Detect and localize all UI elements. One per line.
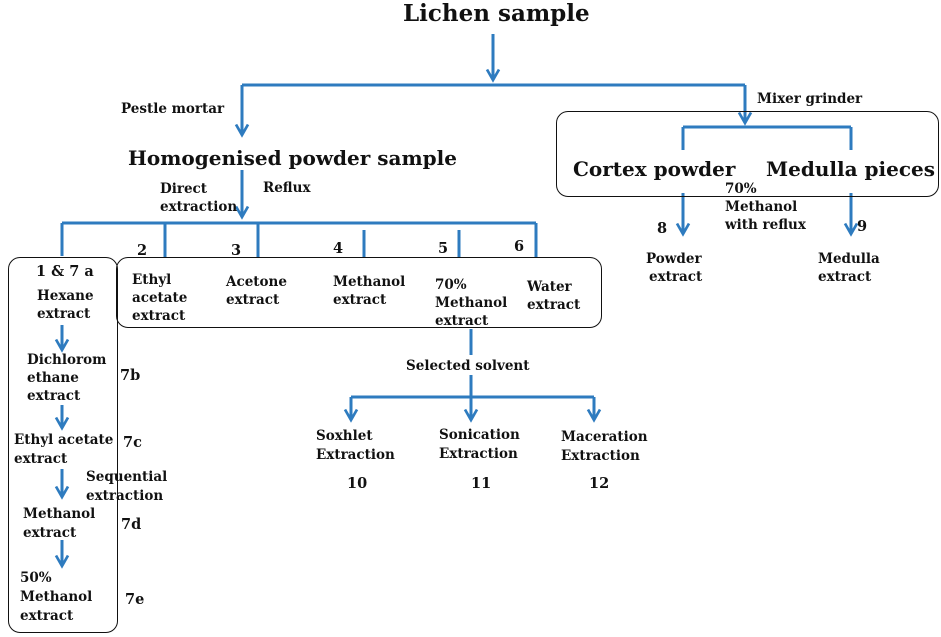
- methanol-extract-line-1: Methanol: [333, 274, 406, 290]
- selected-solvent-label: Selected solvent: [406, 358, 530, 374]
- seq-code-7c: 7c: [123, 434, 142, 451]
- extract-number-6: 6: [514, 238, 525, 255]
- water-extract-line-1: Water: [527, 279, 572, 295]
- maceration-line-1: Maceration: [561, 429, 648, 445]
- methanol-extract-line-2: extract: [333, 292, 387, 308]
- water-extract-line-2: extract: [527, 297, 581, 313]
- hexane-extract-line-2: extract: [37, 306, 91, 322]
- seq-step-7b-line-2: ethane: [27, 370, 79, 386]
- medulla-extract-line-1: Medulla: [818, 251, 880, 267]
- reflux-condition-line-2: Methanol: [725, 199, 798, 215]
- seq-step-7e-line-1: 50%: [20, 570, 52, 586]
- extract-number-1: 1 & 7 a: [36, 263, 94, 280]
- medulla-extract-line-2: extract: [818, 269, 872, 285]
- sequential-label-1: Sequential: [86, 469, 168, 485]
- powder-extract-line-2: extract: [649, 269, 703, 285]
- solvent-extracts-box: [116, 257, 602, 328]
- methanol70-extract-line-3: extract: [435, 313, 489, 329]
- sonication-line-1: Sonication: [439, 427, 520, 443]
- sequential-label-2: extraction: [86, 488, 164, 504]
- ethyl-acetate-line-3: extract: [132, 308, 186, 324]
- acetone-extract-line-1: Acetone: [226, 274, 287, 290]
- reflux-condition-line-3: with reflux: [725, 217, 806, 233]
- direct-extraction-label-2: extraction: [160, 199, 238, 215]
- maceration-number: 12: [589, 475, 610, 492]
- seq-step-7d-line-2: extract: [23, 525, 77, 541]
- soxhlet-line-1: Soxhlet: [316, 428, 373, 444]
- ethyl-acetate-line-1: Ethyl: [132, 272, 172, 288]
- seq-step-7d-line-1: Methanol: [23, 506, 96, 522]
- reflux-label: Reflux: [263, 180, 311, 196]
- seq-code-7d: 7d: [121, 516, 142, 533]
- methanol70-extract-line-1: 70%: [435, 277, 467, 293]
- seq-step-7e-line-2: Methanol: [20, 589, 93, 605]
- extract-number-4: 4: [333, 240, 344, 257]
- pestle-mortar-label: Pestle mortar: [121, 101, 225, 117]
- seq-step-7b-line-3: extract: [27, 388, 81, 404]
- extract-number-2: 2: [137, 242, 148, 259]
- seq-step-7c-line-1: Ethyl acetate: [14, 432, 114, 448]
- mixer-grinder-label: Mixer grinder: [757, 91, 863, 107]
- seq-code-7b: 7b: [120, 367, 141, 384]
- extract-number-3: 3: [231, 242, 242, 259]
- acetone-extract-line-2: extract: [226, 292, 280, 308]
- hexane-extract-line-1: Hexane: [37, 288, 94, 304]
- seq-step-7e-line-3: extract: [20, 608, 74, 624]
- extract-number-5: 5: [438, 240, 449, 257]
- medulla-extract-number: 9: [857, 218, 868, 235]
- methanol70-extract-line-2: Methanol: [435, 295, 508, 311]
- sonication-line-2: Extraction: [439, 446, 518, 462]
- soxhlet-line-2: Extraction: [316, 447, 395, 463]
- sequential-box: [8, 257, 118, 633]
- seq-step-7c-line-2: extract: [14, 451, 68, 467]
- reflux-condition-line-1: 70%: [725, 181, 757, 197]
- soxhlet-number: 10: [347, 475, 368, 492]
- direct-extraction-label-1: Direct: [160, 181, 207, 197]
- cortex-powder-label: Cortex powder: [573, 157, 736, 181]
- seq-step-7b-line-1: Dichlorom: [27, 352, 107, 368]
- powder-extract-line-1: Powder: [646, 251, 702, 267]
- ethyl-acetate-line-2: acetate: [132, 290, 188, 306]
- medulla-pieces-label: Medulla pieces: [766, 157, 935, 181]
- homogenised-powder-label: Homogenised powder sample: [128, 146, 457, 170]
- seq-code-7e: 7e: [125, 591, 145, 608]
- lichen-sample-title: Lichen sample: [403, 0, 590, 27]
- powder-extract-number: 8: [657, 220, 668, 237]
- maceration-line-2: Extraction: [561, 448, 640, 464]
- sonication-number: 11: [471, 475, 492, 492]
- grinder-group-box: [556, 111, 939, 197]
